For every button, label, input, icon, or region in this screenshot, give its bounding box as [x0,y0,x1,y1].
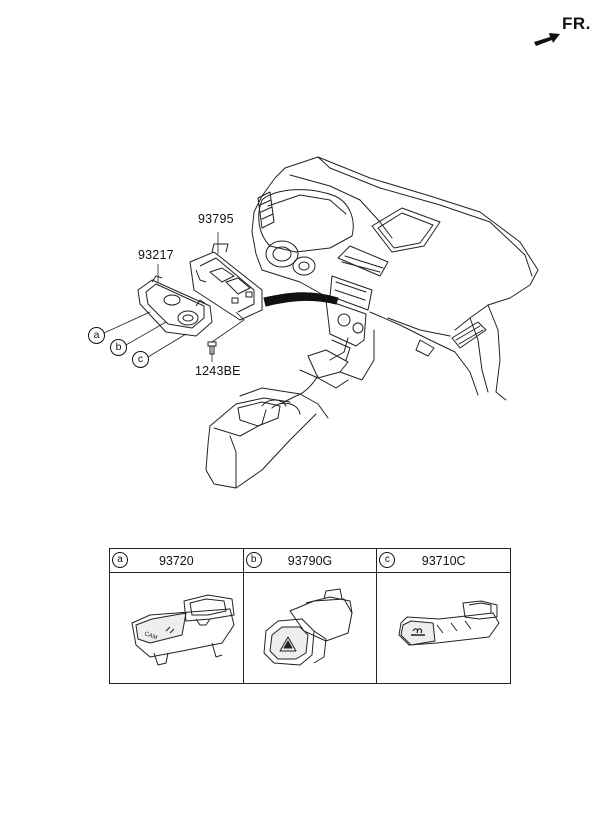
parts-legend-table: a 93720 CAM b 93790G [109,548,511,684]
orientation-label: FR. [562,14,591,33]
legend-letter: a [112,552,128,568]
legend-cell-header: a 93720 [110,549,243,573]
legend-cell-b: b 93790G [243,549,378,683]
legend-part-code: 93720 [158,554,194,568]
heated-seat-switch-icon [377,573,510,683]
callout-c: c [132,351,149,368]
assembly-pointer-arrow [263,292,339,307]
hazard-switch-icon [244,573,377,683]
legend-part-code: 93790G [287,554,333,568]
legend-cell-a: a 93720 CAM [110,549,244,683]
front-direction-arrow-icon [534,33,560,46]
legend-cell-c: c 93710C [377,549,511,683]
part-number-1243BE: 1243BE [195,364,241,378]
dashboard-exploded-diagram [103,156,539,489]
dashboard-outline [284,156,539,331]
orientation-indicator: FR. [534,14,596,54]
callout-a: a [88,327,105,344]
switch-module-icon: CAM [110,573,243,683]
legend-letter: c [379,552,396,568]
svg-text:CAM: CAM [143,631,158,641]
legend-part-code: 93710C [421,554,466,568]
bezel-93217 [137,279,213,337]
part-number-93795: 93795 [198,212,234,226]
part-number-93217: 93217 [138,248,174,262]
legend-cell-header: b 93790G [243,549,377,573]
legend-cell-header: c 93710C [377,549,511,573]
switch-bracket-93795 [189,251,263,321]
callout-b: b [110,339,127,356]
legend-letter: b [245,552,262,568]
